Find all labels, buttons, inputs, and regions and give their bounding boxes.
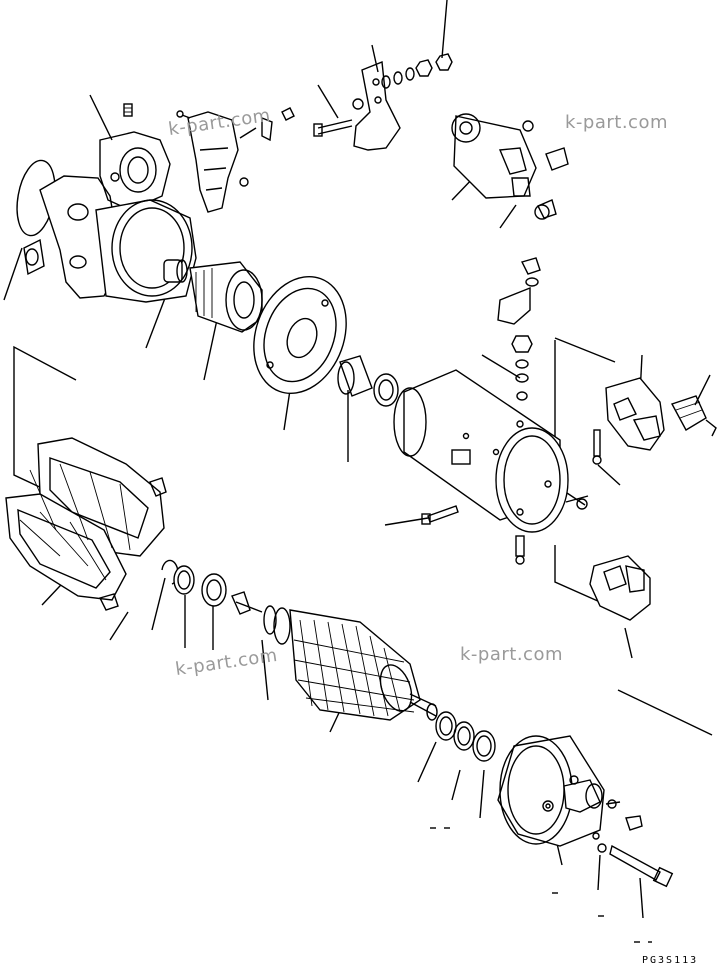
terminal-stack [497, 257, 541, 401]
bushing [337, 355, 399, 407]
brush-holder [605, 377, 717, 451]
figure-number: PG3S113 [642, 955, 699, 966]
shift-lever [176, 107, 295, 213]
connector-plate [313, 61, 401, 151]
watermark: k-part.com [460, 644, 563, 665]
watermark: k-part.com [565, 112, 668, 133]
rear-end-frame [497, 735, 643, 853]
brush-spring [589, 555, 651, 621]
drive-housing [16, 103, 197, 303]
center-bracket [253, 275, 347, 395]
yoke-bolts [421, 429, 602, 565]
yoke-assembly [393, 369, 569, 533]
reference-marks [430, 827, 652, 943]
terminal-nuts [381, 53, 453, 89]
magnetic-switch [451, 113, 569, 220]
thrust-washers [435, 711, 496, 762]
field-coil [5, 437, 167, 611]
snap-ring-washers [161, 559, 227, 607]
through-bolt [609, 844, 674, 888]
armature [231, 591, 438, 721]
